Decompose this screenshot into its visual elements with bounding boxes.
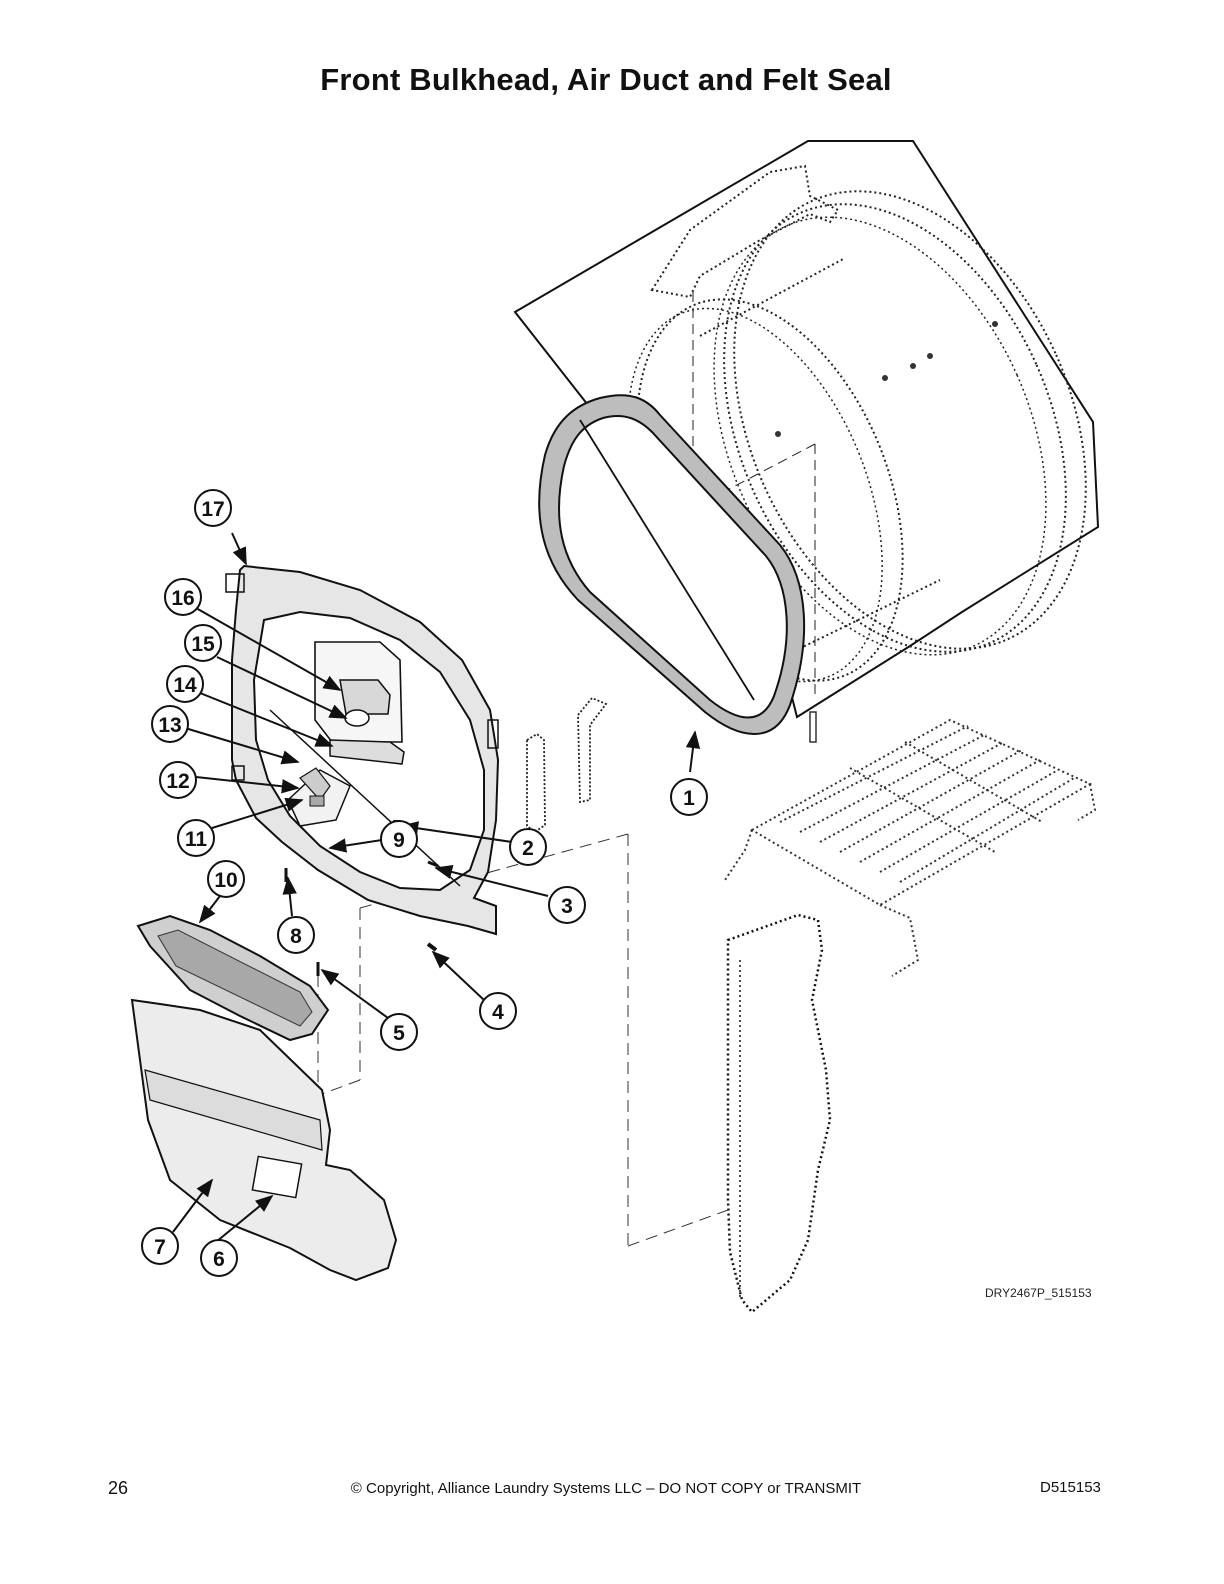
callout-15-circle [184,624,222,662]
side-panel [726,913,832,1314]
callout-16-circle [164,578,202,616]
page-number: 26 [108,1478,129,1498]
callout-3: 3 [561,895,573,918]
callout-7: 7 [154,1236,166,1259]
callout-2-circle [509,828,547,866]
callout-4: 4 [492,1001,504,1024]
copyright-notice: © Copyright, Alliance Laundry Systems LL… [350,1480,862,1497]
callout-14: 14 [173,674,197,697]
callout-circles [141,489,708,1277]
page-title: Front Bulkhead, Air Duct and Felt Seal [320,62,892,97]
callout-15: 15 [191,633,215,656]
callout-17: 17 [201,498,224,521]
callout-labels: 1 2 3 4 5 6 7 8 9 10 11 12 13 14 15 16 1… [154,498,695,1271]
callout-13: 13 [158,714,181,737]
callout-5: 5 [393,1022,405,1045]
callout-11: 11 [185,828,208,851]
lint-screen [136,914,330,1042]
callout-3-circle [548,886,586,924]
callout-16: 16 [171,587,194,610]
callout-12-circle [159,761,197,799]
callout-11-circle [177,819,215,857]
callout-14-circle [166,665,204,703]
callout-17-circle [194,489,232,527]
callout-6-circle [200,1239,238,1277]
callout-9-circle [380,820,418,858]
document-number: D515153 [1040,1479,1101,1496]
front-bulkhead [225,564,500,976]
support-rack [724,718,1097,977]
callout-7-circle [141,1227,179,1265]
felt-seal [538,394,817,743]
callout-1-circle [670,778,708,816]
callouts [172,532,701,1243]
callout-10-circle [207,860,245,898]
callout-4-circle [479,992,517,1030]
callout-5-circle [380,1013,418,1051]
callout-10: 10 [214,869,237,892]
callout-6: 6 [213,1248,225,1271]
callout-12: 12 [166,770,189,793]
callout-9: 9 [393,829,405,852]
callout-8: 8 [290,925,302,948]
callout-1: 1 [683,787,695,810]
bracket-parts [526,696,608,834]
air-duct [130,998,398,1282]
callout-13-circle [151,705,189,743]
callout-8-circle [277,916,315,954]
callout-2: 2 [522,837,534,860]
figure-id: DRY2467P_515153 [985,1286,1092,1300]
